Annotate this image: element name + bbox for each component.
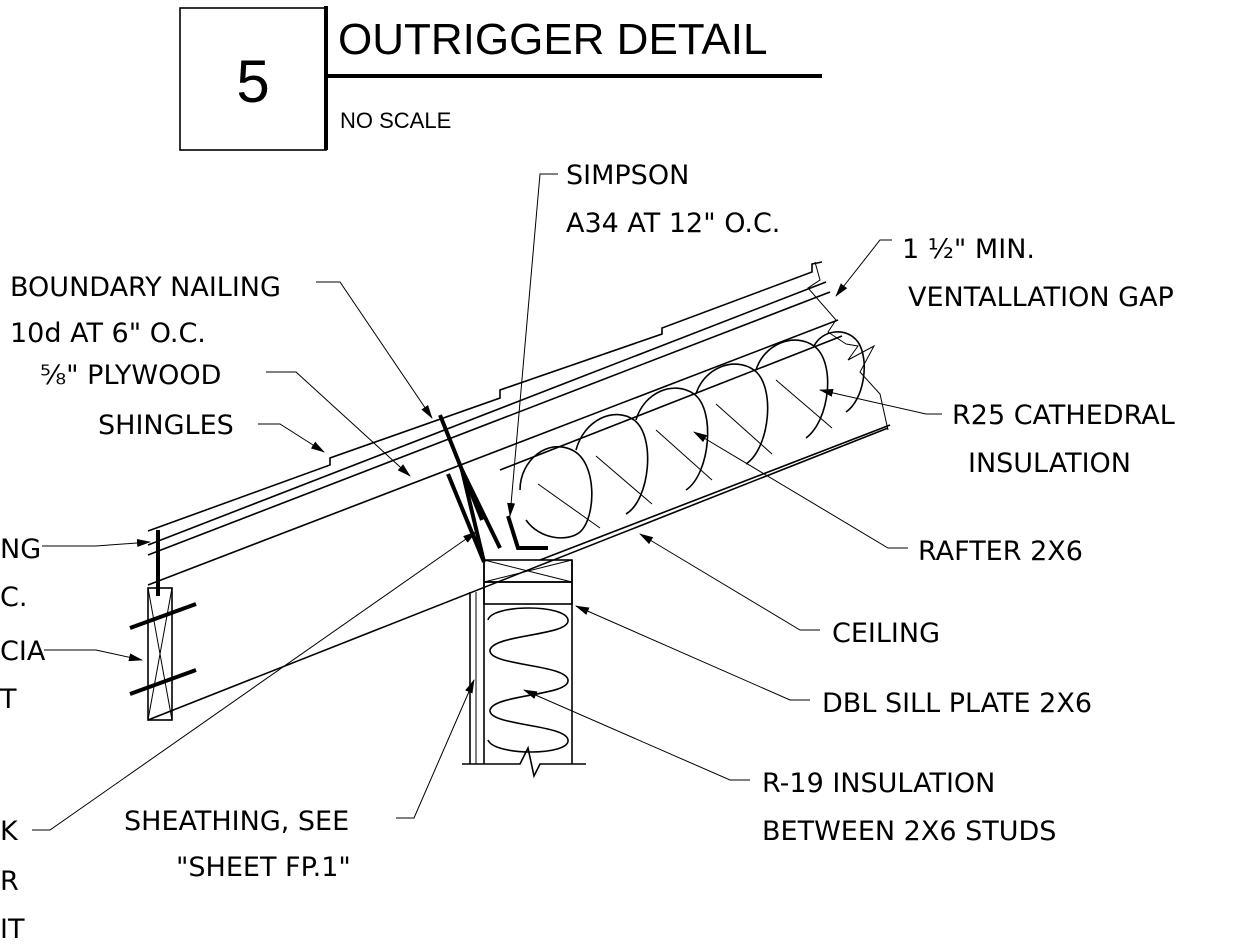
detail-scale: NO SCALE xyxy=(340,108,451,133)
leader-plywood xyxy=(266,371,411,477)
r25-diag-2 xyxy=(595,455,653,505)
label-cut-left-2: C. xyxy=(0,582,27,613)
label-r19-1: R-19 INSULATION xyxy=(762,768,995,799)
title-block: 5 OUTRIGGER DETAIL NO SCALE xyxy=(179,6,822,151)
label-simpson-2: A34 AT 12" O.C. xyxy=(566,208,780,239)
leader-cut-2 xyxy=(44,649,143,662)
r19-insulation xyxy=(487,607,569,753)
sill-plate-bottom xyxy=(483,581,573,605)
r25-loop-3 xyxy=(635,387,709,491)
break-line-top xyxy=(807,261,847,345)
r25-loop-2 xyxy=(575,413,649,515)
r25-loop-4 xyxy=(695,363,769,465)
label-boundary-1: BOUNDARY NAILING xyxy=(10,272,281,303)
leader-shingles xyxy=(258,423,325,453)
roof-assembly xyxy=(129,261,891,721)
rafter-top xyxy=(499,335,843,471)
simpson-clip xyxy=(506,515,548,550)
label-shingles: SHINGLES xyxy=(98,410,234,441)
detail-number: 5 xyxy=(236,48,269,115)
blocking xyxy=(446,469,502,563)
fascia-x-2 xyxy=(147,587,173,721)
shingles-layer xyxy=(147,261,823,532)
label-plywood: ⅝" PLYWOOD xyxy=(40,360,221,391)
r25-diag-3 xyxy=(655,429,713,481)
sill-x-2 xyxy=(483,559,573,583)
label-sheathing-1: SHEATHING, SEE xyxy=(124,806,349,837)
r25-loop-5 xyxy=(755,339,829,439)
leader-cut-3 xyxy=(32,531,477,831)
label-rafter: RAFTER 2X6 xyxy=(918,536,1083,567)
label-simpson-1: SIMPSON xyxy=(566,160,689,191)
label-cut-left-6: R xyxy=(0,866,19,897)
ceiling-line xyxy=(539,424,891,561)
label-r25-1: R25 CATHEDRAL xyxy=(952,400,1175,431)
fascia-nail-mid xyxy=(129,602,197,630)
leader-sheathing xyxy=(396,679,475,819)
leader-r19 xyxy=(523,689,750,781)
plywood-bottom xyxy=(147,291,831,556)
label-sill: DBL SILL PLATE 2X6 xyxy=(822,688,1092,719)
leader-r25 xyxy=(819,388,942,415)
label-cut-left-5: K xyxy=(0,816,19,847)
label-r19-2: BETWEEN 2X6 STUDS xyxy=(762,816,1056,847)
leader-sill xyxy=(575,605,810,701)
leaders xyxy=(32,173,942,831)
r25-loop-1 xyxy=(519,445,593,539)
r25-diag-1 xyxy=(537,483,601,529)
leader-cut-1 xyxy=(42,538,151,547)
label-vent-1: 1 ½" MIN. xyxy=(902,234,1035,265)
labels: SIMPSON A34 AT 12" O.C. 1 ½" MIN. VENTAL… xyxy=(0,160,1175,945)
wall-break-line xyxy=(462,745,586,779)
label-cut-left-3: CIA xyxy=(0,636,46,667)
label-boundary-2: 10d AT 6" O.C. xyxy=(10,318,206,349)
leader-boundary-nailing xyxy=(316,281,433,419)
r25-diag-4 xyxy=(715,403,773,455)
wall-assembly xyxy=(462,559,586,779)
leader-rafter xyxy=(693,431,908,549)
vent-gap-top xyxy=(147,319,839,586)
r25-loop-6 xyxy=(813,331,865,413)
r25-diag-5 xyxy=(775,379,833,429)
detail-title: OUTRIGGER DETAIL xyxy=(338,15,767,64)
break-line-bottom xyxy=(845,343,889,431)
plywood-top xyxy=(147,281,827,546)
fascia-nail-low xyxy=(129,668,197,696)
leader-simpson xyxy=(507,173,558,517)
label-cut-left-7: IT xyxy=(0,914,25,945)
r25-insulation xyxy=(519,331,865,539)
leader-ceiling xyxy=(639,533,820,631)
label-r25-2: INSULATION xyxy=(968,448,1131,479)
leader-vent-gap xyxy=(835,239,892,297)
label-ceiling: CEILING xyxy=(832,618,940,649)
label-cut-left-1: NG xyxy=(0,534,41,565)
boundary-nail xyxy=(438,414,484,521)
label-vent-2: VENTALLATION GAP xyxy=(908,282,1174,313)
label-cut-left-4: T xyxy=(0,684,17,715)
label-sheathing-2: "SHEET FP.1" xyxy=(176,852,351,883)
